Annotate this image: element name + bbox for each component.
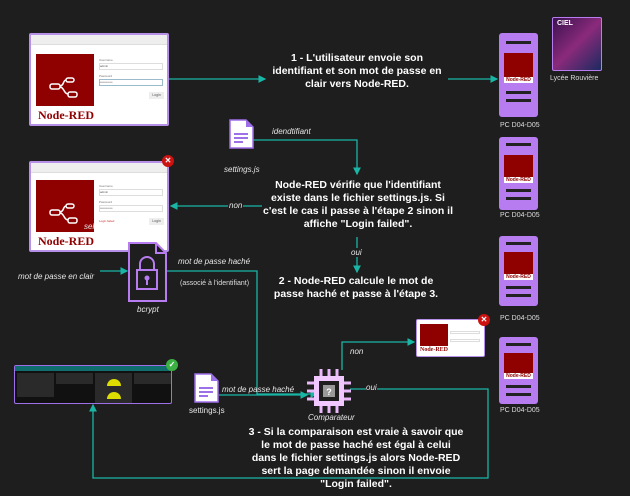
- login-button: Login: [149, 92, 164, 99]
- file-icon: [194, 373, 219, 408]
- error-x-icon: ✕: [478, 314, 490, 326]
- brand-text: Node-RED: [420, 347, 448, 353]
- password-field: [450, 339, 480, 342]
- username-field: admin: [99, 189, 163, 196]
- login-form-screenshot: Node-RED Username admin Password •••••••…: [29, 33, 169, 126]
- associe-label: (associé à l'identifiant): [180, 280, 250, 287]
- username-field: admin: [99, 63, 163, 70]
- oui-label: oui: [366, 383, 377, 392]
- password-label: Password: [99, 74, 113, 78]
- username-label: Username: [99, 58, 113, 62]
- server-label: PC D04-D05: [500, 407, 540, 414]
- server-icon: Node-RED: [499, 137, 538, 210]
- gauge-widgets: [95, 373, 132, 403]
- node-red-logo: [420, 324, 448, 346]
- oui-label: oui: [351, 248, 362, 257]
- server-label: PC D04-D05: [500, 315, 540, 322]
- non-label: non: [350, 347, 364, 356]
- password-field: ••••••••••••: [99, 205, 163, 212]
- node-red-logo: [36, 54, 94, 106]
- server-label: PC D04-D05: [500, 122, 540, 129]
- lycee-label: Lycée Rouvière: [550, 75, 599, 82]
- settings-label: settings.js: [224, 165, 260, 174]
- server-icon: Node-RED: [499, 33, 538, 117]
- ciel-logo-text: CIEL: [557, 20, 573, 27]
- svg-text:?: ?: [326, 387, 332, 397]
- server-label: PC D04-D05: [500, 212, 540, 219]
- brand-text: Node-RED: [38, 108, 94, 122]
- mdp-hache-label: mot de passe haché: [222, 385, 295, 394]
- mdp-clair-label: mot de passe en clair: [18, 272, 95, 281]
- wire-mdp-hache: [167, 270, 319, 398]
- wire-oui-to-dashboard: [89, 388, 489, 479]
- error-message: Login failed: [99, 219, 115, 223]
- server-icon: Node-RED: [499, 337, 538, 404]
- file-icon: [229, 119, 254, 154]
- success-check-icon: ✓: [166, 359, 178, 371]
- login-failed-screenshot-small: Node-RED: [416, 319, 485, 357]
- error-x-icon: ✕: [162, 155, 174, 167]
- password-field: ••••••••••••: [99, 79, 163, 86]
- ciel-poster-image: CIEL: [552, 17, 602, 71]
- wire-identifiant: [253, 139, 361, 176]
- identifiant-label: idendtifiant: [272, 127, 311, 136]
- bcrypt-lock-icon: [128, 242, 168, 307]
- username-field: [450, 331, 480, 334]
- comparateur-label: Comparateur: [308, 413, 355, 422]
- step3-text: 3 - Si la comparaison est vraie à savoir…: [248, 426, 464, 490]
- login-failed-screenshot: Node-RED Username admin Password •••••••…: [29, 161, 169, 252]
- comparator-chip-icon: ?: [307, 369, 351, 418]
- server-icon: Node-RED: [499, 236, 538, 306]
- non-label: non: [228, 201, 244, 210]
- username-label: Username: [99, 184, 113, 188]
- sel-label: sel: [84, 222, 95, 231]
- step1-text: 1 - L'utilisateur envoie son identifiant…: [272, 52, 442, 90]
- password-label: Password: [99, 200, 113, 204]
- verify-text: Node-RED vérifie que l'identifiant exist…: [262, 179, 453, 230]
- bcrypt-label: bcrypt: [137, 305, 159, 314]
- node-red-logo: [36, 180, 94, 232]
- login-button: Login: [149, 218, 164, 225]
- mdp-hache-label: mot de passe haché: [178, 257, 251, 266]
- settings-label: settings.js: [189, 406, 225, 415]
- dashboard-screenshot: [14, 365, 172, 404]
- brand-text: Node-RED: [38, 234, 94, 248]
- step2-text: 2 - Node-RED calcule le mot de passe hac…: [273, 275, 439, 300]
- wire-non-to-error: [341, 338, 416, 370]
